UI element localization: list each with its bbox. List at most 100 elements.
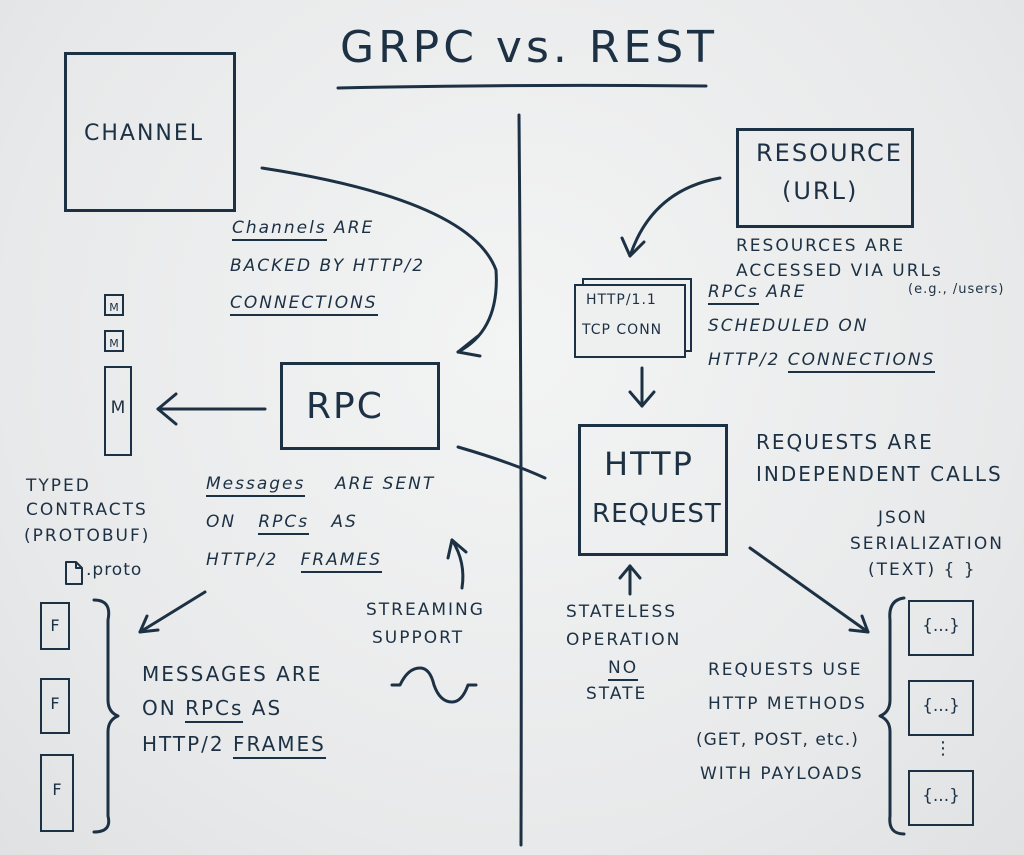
rpcs-note-line3: HTTP/2 CONNECTIONS xyxy=(708,350,936,373)
payload-box-2: {...} xyxy=(908,680,974,736)
channels-note: Channels ARE xyxy=(232,218,375,241)
message-box-1: M xyxy=(104,294,124,316)
payload-label: {...} xyxy=(922,786,960,806)
channels-note-line2: BACKED BY HTTP/2 xyxy=(230,256,426,276)
http11-line2: TCP CONN xyxy=(582,322,663,338)
resource-box xyxy=(736,128,914,228)
rpcs-word: RPCs xyxy=(185,696,244,723)
center-divider xyxy=(517,113,523,847)
braces-icon: { } xyxy=(943,560,977,580)
payload-box-3: {...} xyxy=(908,770,974,826)
messages-sent-line3: HTTP/2 FRAMES xyxy=(206,550,382,573)
no-word: NO xyxy=(608,658,639,681)
frame-label: F xyxy=(52,780,62,799)
stateless-line2: OPERATION xyxy=(566,630,682,650)
frames-brace xyxy=(92,598,120,834)
http-request-line1: HTTP xyxy=(604,445,694,483)
resources-note-line1: RESOURCES ARE xyxy=(736,236,906,256)
file-icon xyxy=(65,561,83,585)
message-label: M xyxy=(110,398,126,418)
channels-word: Channels xyxy=(232,218,327,241)
stateless-line1: STATELESS xyxy=(566,602,678,622)
as-text: AS xyxy=(331,512,358,532)
frames-word: FRAMES xyxy=(300,550,382,573)
frames-word: FRAMES xyxy=(233,732,326,759)
resource-line2: (URL) xyxy=(782,177,859,205)
messages-are-line1: MESSAGES ARE xyxy=(142,662,323,686)
rpcs-note-line2: SCHEDULED ON xyxy=(708,316,869,336)
payload-ellipsis: ⋮ xyxy=(934,738,954,759)
channels-note-line3: CONNECTIONS xyxy=(230,293,378,316)
message-label: M xyxy=(109,301,119,314)
frame-box-2: F xyxy=(40,678,70,734)
payload-box-1: {...} xyxy=(908,600,974,656)
rpcs-note-line1: RPCs ARE xyxy=(708,282,807,305)
messages-sent-line1: Messages ARE SENT xyxy=(206,474,436,497)
json-line2: SERIALIZATION xyxy=(850,534,1004,554)
http2-text: HTTP/2 xyxy=(142,732,234,756)
resource-line1: RESOURCE xyxy=(756,139,903,167)
are-sent-text: ARE SENT xyxy=(335,474,436,494)
text-label: (TEXT) xyxy=(868,560,937,580)
methods-line2: HTTP METHODS xyxy=(708,694,867,714)
http-request-line2: REQUEST xyxy=(592,499,722,529)
frame-label: F xyxy=(50,616,60,635)
http2-text: HTTP/2 xyxy=(708,350,788,370)
connections-word: CONNECTIONS xyxy=(787,350,936,373)
no-state-line1: NO xyxy=(608,658,639,681)
frame-box-1: F xyxy=(40,602,70,650)
url-example: (e.g., /users) xyxy=(908,282,1005,297)
methods-line4: WITH PAYLOADS xyxy=(700,764,864,784)
on-text: ON xyxy=(206,512,237,532)
channels-note-are: ARE xyxy=(326,218,375,238)
resource-to-http11-arrow xyxy=(628,176,722,258)
http-request-box xyxy=(578,424,728,556)
on-text: ON xyxy=(142,696,186,720)
json-line3: (TEXT) { } xyxy=(868,560,977,581)
typed-line1: TYPED xyxy=(26,476,91,496)
title-underline xyxy=(336,83,708,90)
connections-word: CONNECTIONS xyxy=(230,293,378,316)
page-title: GRPC vs. REST xyxy=(340,22,719,73)
as-text: AS xyxy=(243,696,283,720)
message-box-3: M xyxy=(104,366,132,456)
json-line1: JSON xyxy=(878,508,928,528)
rpc-label: RPC xyxy=(306,386,384,427)
http11-box xyxy=(574,284,686,358)
methods-line3: (GET, POST, etc.) xyxy=(696,730,859,750)
resources-note-line2: ACCESSED VIA URLs xyxy=(736,261,943,281)
sine-wave-icon xyxy=(390,666,478,704)
messages-word: Messages xyxy=(206,474,306,497)
messages-are-line2: ON RPCs AS xyxy=(142,696,283,723)
rpcs-word: RPCs xyxy=(258,512,310,535)
messages-are-line3: HTTP/2 FRAMES xyxy=(142,732,326,759)
rpc-box xyxy=(280,362,440,450)
typed-line2: CONTRACTS xyxy=(26,500,148,520)
frame-box-3: F xyxy=(40,754,74,832)
rpc-to-request-line xyxy=(456,445,547,480)
streaming-line1: STREAMING xyxy=(366,600,485,620)
messages-sent-line2: ON RPCs AS xyxy=(206,512,358,535)
payloads-brace xyxy=(878,596,906,836)
independent-line1: REQUESTS ARE xyxy=(756,430,934,454)
channel-label: CHANNEL xyxy=(84,121,205,146)
channel-to-rpc-arrow xyxy=(260,166,498,354)
rpcs-word: RPCs xyxy=(708,282,759,305)
payload-label: {...} xyxy=(922,616,960,636)
proto-filename: .proto xyxy=(86,560,143,580)
request-to-payloads-arrow xyxy=(748,546,870,634)
are-text: ARE xyxy=(758,282,807,302)
no-state-line2: STATE xyxy=(586,684,648,704)
http2-text: HTTP/2 xyxy=(206,550,279,570)
message-label: M xyxy=(109,337,119,350)
frame-label: F xyxy=(50,694,60,713)
messages-to-frames-arrow xyxy=(138,590,207,634)
payload-label: {...} xyxy=(922,696,960,716)
methods-line1: REQUESTS USE xyxy=(708,660,863,680)
message-box-2: M xyxy=(104,330,124,352)
channel-box xyxy=(64,52,236,212)
independent-line2: INDEPENDENT CALLS xyxy=(756,462,1003,486)
streaming-line2: SUPPORT xyxy=(372,628,465,648)
